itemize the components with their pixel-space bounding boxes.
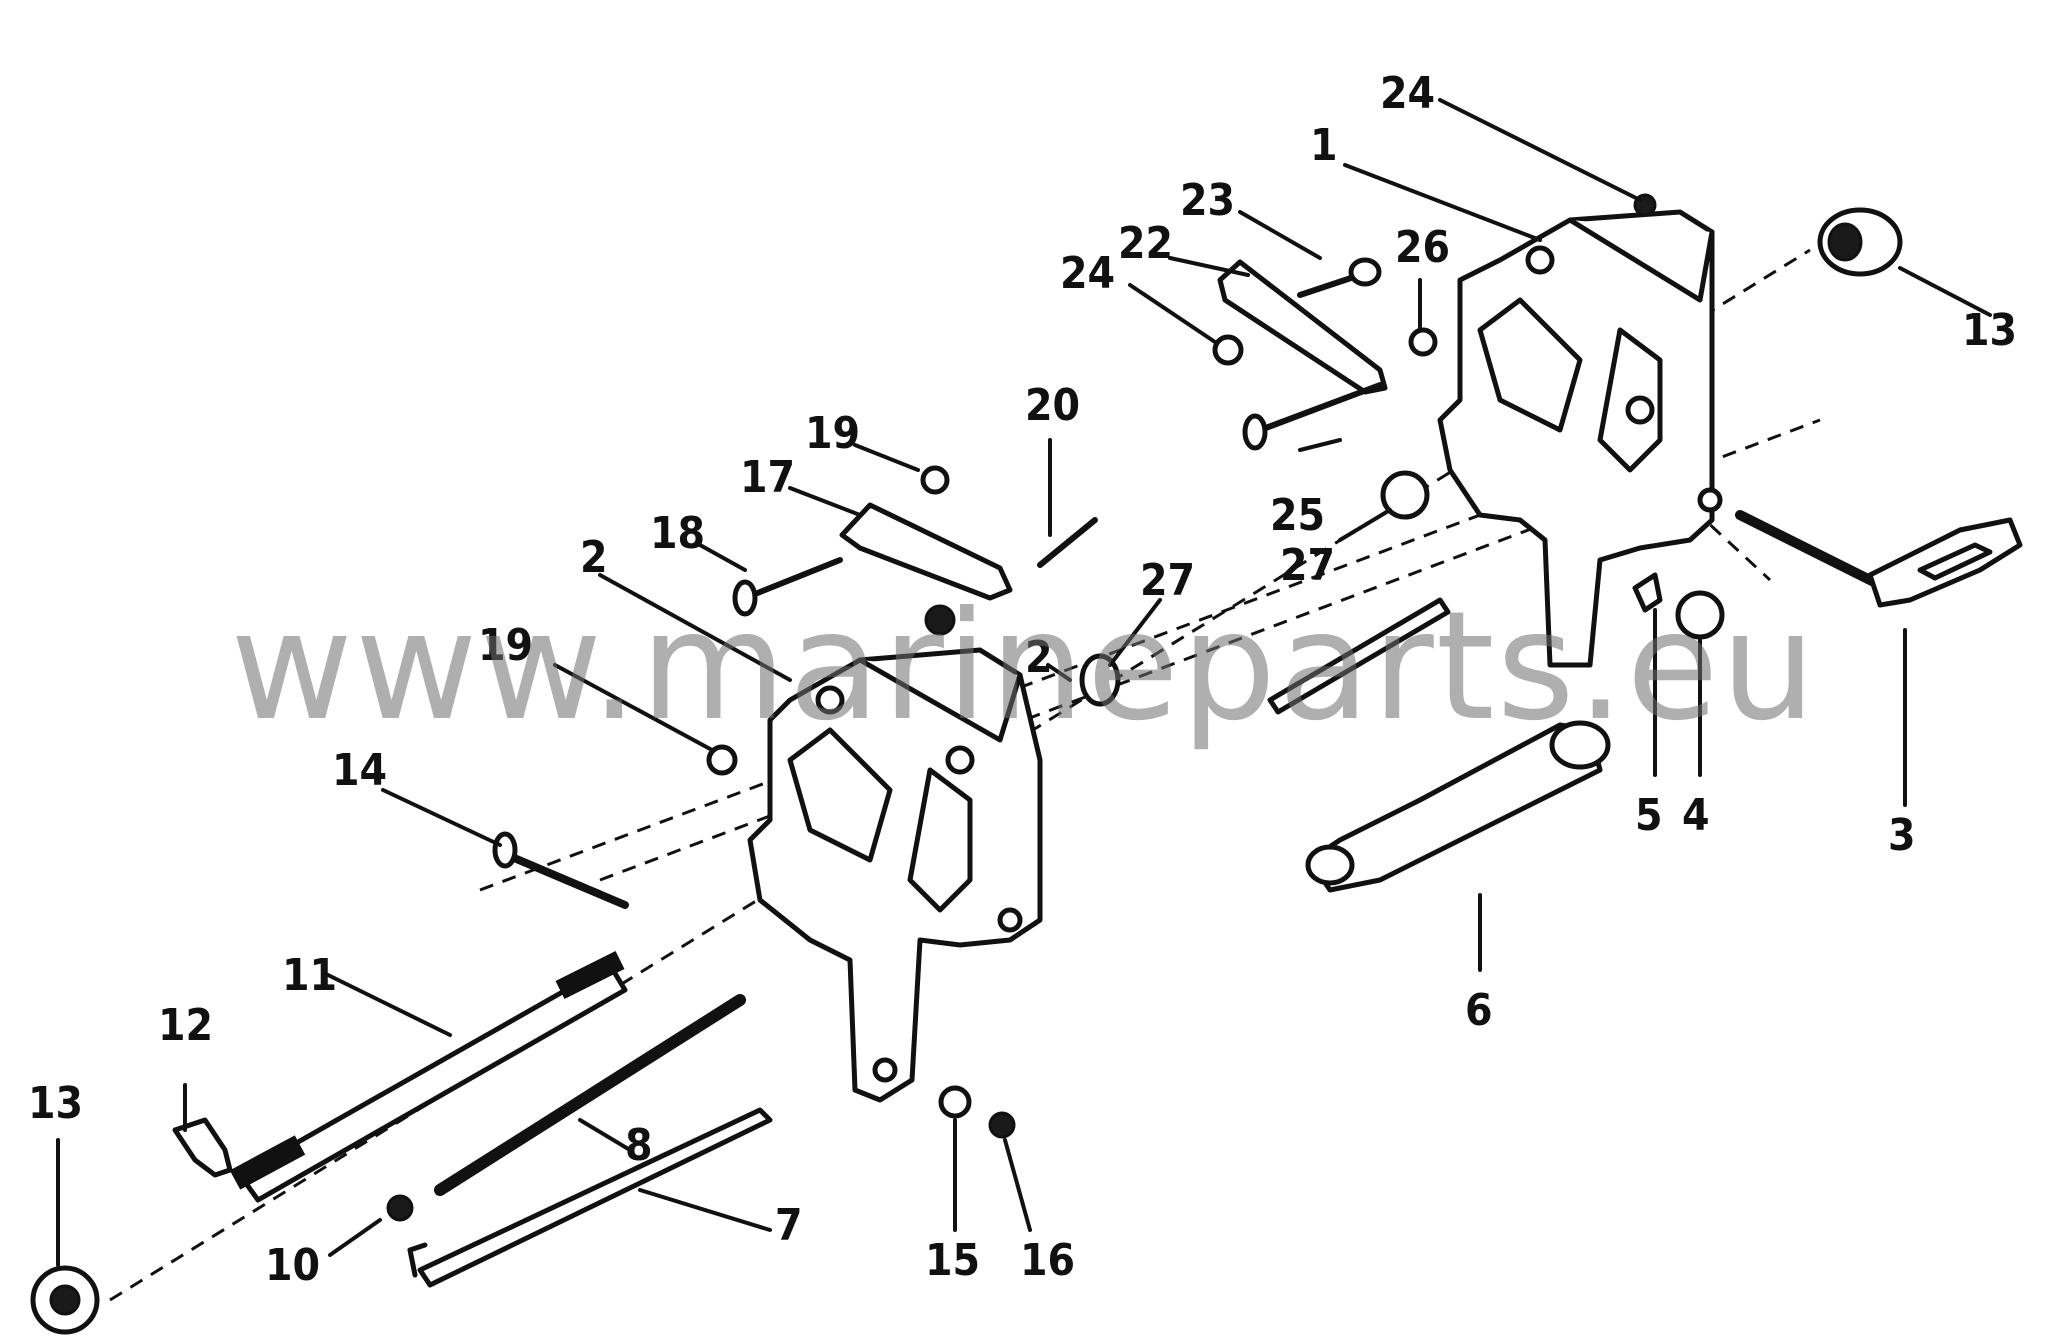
part-25-bolt [1242,382,1383,451]
part-11-threaded-shaft [229,951,628,1203]
callout-24-top: 24 [1380,68,1435,119]
callout-22: 22 [1118,218,1173,269]
callout-18: 18 [650,508,705,559]
part-27-washer-upper [1380,470,1430,520]
callout-3: 3 [1888,810,1916,861]
callout-23: 23 [1180,175,1235,226]
callout-13-right: 13 [1962,305,2017,356]
part-4-washer [1675,590,1725,640]
callout-1: 1 [1310,120,1338,171]
leader-lines [56,98,1992,1267]
callout-10: 10 [265,1240,320,1291]
part-12-lock-tab [172,1117,233,1178]
callout-19-upper: 19 [805,408,860,459]
callout-15: 15 [925,1235,980,1286]
part-24-nut-left [1212,334,1244,366]
part-1-right-clamp-bracket [1437,209,1723,668]
part-13-nut-left [30,1265,100,1335]
part-7-tilt-pin [407,1107,773,1288]
callout-12: 12 [158,1000,213,1051]
part-27-washer-lower [1079,653,1121,707]
part-22-link [1217,259,1388,395]
part-14-bolt [492,831,629,909]
callout-8: 8 [625,1120,653,1171]
callout-7: 7 [775,1200,803,1251]
part-23-bolt [1297,257,1382,298]
part-5-screw [1632,572,1663,613]
part-16-nut [988,1111,1016,1139]
callout-19-lower: 19 [478,620,533,671]
callout-4: 4 [1682,790,1710,841]
part-26-nut [1408,327,1438,357]
callout-16: 16 [1020,1235,1075,1286]
callout-25: 25 [1270,490,1325,541]
callout-20: 20 [1025,380,1080,431]
callout-11: 11 [282,950,337,1001]
part-15-washer [938,1085,972,1119]
callout-6: 6 [1465,985,1493,1036]
part-20-screw [1037,517,1098,568]
callout-2-spring: 2 [1025,632,1053,683]
part-3-clamp-screw-handle [1735,510,2023,608]
part-18-bolt [732,557,843,617]
part-10-nut [386,1194,414,1222]
callout-labels: 1 2 2 3 4 5 6 7 8 10 11 12 13 13 14 15 1… [28,68,2017,1291]
part-19-nut-lower [706,744,738,776]
callout-5: 5 [1635,790,1663,841]
part-8-rod [434,994,746,1196]
part-spring [924,604,956,636]
part-2-left-clamp-bracket [747,647,1043,1103]
callout-27-lower: 27 [1280,540,1335,591]
callout-26: 26 [1395,222,1450,273]
part-tube [1267,597,1451,715]
part-19-nut-upper [920,465,950,495]
callout-13-left: 13 [28,1078,83,1129]
callout-27-upper: 27 [1140,555,1195,606]
callout-24-left: 24 [1060,248,1115,299]
callout-14: 14 [332,745,387,796]
part-13-nut-right [1817,207,1903,277]
callout-17: 17 [740,452,795,503]
part-6-tilt-lever [1305,720,1611,893]
part-17-plate [839,502,1013,601]
callout-2-left: 2 [580,532,608,583]
